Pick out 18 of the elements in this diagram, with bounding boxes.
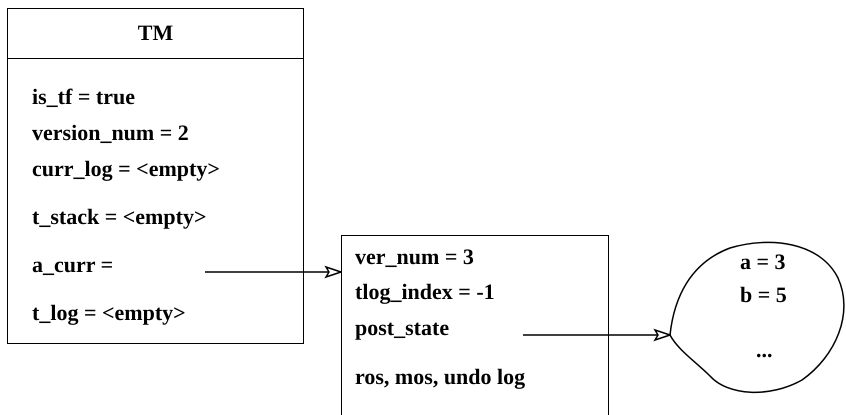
field-text: b = 5 (740, 282, 787, 308)
box-title: TM (136, 20, 174, 46)
field-text: t_log = <empty> (32, 300, 186, 326)
field-text: ros, mos, undo log (355, 364, 526, 390)
arrow (523, 329, 671, 341)
field-text: curr_log = <empty> (32, 156, 220, 182)
object-box (7, 8, 304, 344)
field-text: a = 3 (740, 249, 786, 275)
arrow (205, 266, 342, 278)
field-text: version_num = 2 (32, 120, 189, 146)
field-text: post_state (355, 315, 450, 341)
field-text: ver_num = 3 (355, 244, 474, 270)
object-box (341, 235, 609, 415)
field-text: a_curr = (32, 252, 114, 278)
field-text: is_tf = true (32, 84, 135, 110)
field-text: tlog_index = -1 (355, 279, 495, 305)
field-text: t_stack = <empty> (32, 204, 206, 230)
field-text: ... (756, 337, 772, 363)
